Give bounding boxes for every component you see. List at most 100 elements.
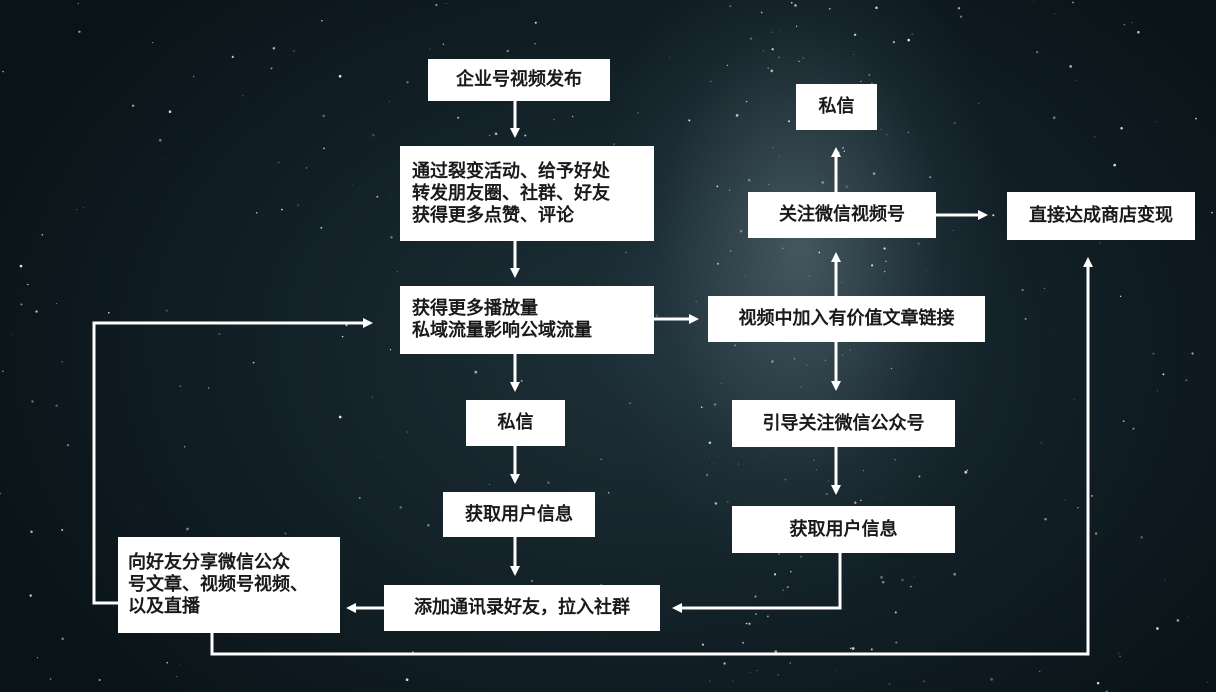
star [995,186,996,188]
star [164,159,166,160]
star [767,183,770,186]
star [607,492,610,494]
star [218,333,221,336]
star [910,585,912,588]
star [158,138,162,142]
node-article-link: 视频中加入有价值文章链接 [708,296,985,342]
star [774,573,777,576]
star [10,334,12,336]
star [894,611,897,614]
star [1090,494,1094,497]
star [524,134,527,137]
star [818,251,821,254]
star [270,67,273,70]
star [338,415,342,419]
star [841,282,843,284]
star [1191,352,1194,355]
star [442,43,445,46]
star [0,492,1,495]
node-share-line3: 以及直播 [128,596,200,617]
star [255,212,258,214]
star [429,48,431,50]
star [61,528,64,531]
star [794,4,797,7]
star [755,613,757,615]
star [604,636,606,638]
star [358,497,361,499]
star [990,678,993,681]
node-more-plays: 获得更多播放量 私域流量影响公域流量 [400,286,654,354]
star [748,622,751,625]
star [762,50,764,52]
star [688,119,691,122]
star [782,247,784,249]
star [389,101,390,102]
star [795,25,798,27]
star [760,11,763,14]
star [183,445,186,448]
star [399,506,402,509]
node-fission: 通过裂变活动、给予好处 转发朋友圈、社群、好友 获得更多点赞、评论 [400,146,654,241]
star [786,586,789,589]
node-more-plays-line1: 获得更多播放量 [412,298,538,319]
star [20,303,23,306]
star [1137,30,1140,34]
star [77,3,79,5]
star [457,116,460,119]
star [784,478,787,481]
star [637,111,639,114]
star [29,594,32,597]
node-monetize: 直接达成商店变现 [1007,192,1195,240]
star [1021,288,1024,292]
star [709,680,711,682]
node-share-line1: 向好友分享微信公众 [128,552,290,573]
star [849,349,851,351]
node-publish: 企业号视频发布 [428,59,610,101]
star [1040,442,1042,444]
star [888,683,891,686]
star [1075,79,1077,81]
star [1162,373,1165,376]
star [789,662,792,664]
star [1206,681,1209,683]
star [977,102,980,105]
star [534,21,537,24]
star [798,60,800,63]
star [771,360,774,363]
star [911,33,913,35]
star [860,80,862,83]
star [1185,379,1187,381]
star [1131,22,1133,24]
arrow-share-to-plays [92,318,373,605]
star [1211,211,1213,214]
star [895,641,898,644]
star [600,458,602,460]
star [845,185,849,189]
star [890,367,893,370]
star [816,469,818,471]
star [168,110,172,114]
star [613,143,615,145]
star [61,637,64,641]
star [415,483,417,485]
star [892,41,895,44]
star [506,49,509,53]
star [390,193,392,195]
star [2,370,4,372]
star [1033,1,1035,3]
star [923,680,925,682]
star [860,499,862,502]
star [1132,427,1135,430]
star [1073,398,1075,400]
star [992,214,995,217]
star [750,671,751,673]
star [901,578,904,582]
star [1120,126,1123,130]
star [778,156,780,158]
star [1044,517,1047,521]
node-fission-line3: 获得更多点赞、评论 [412,204,574,226]
node-fission-line1: 通过裂变活动、给予好处 [412,160,610,182]
star [871,264,874,267]
star [1140,536,1143,539]
star [952,229,954,232]
